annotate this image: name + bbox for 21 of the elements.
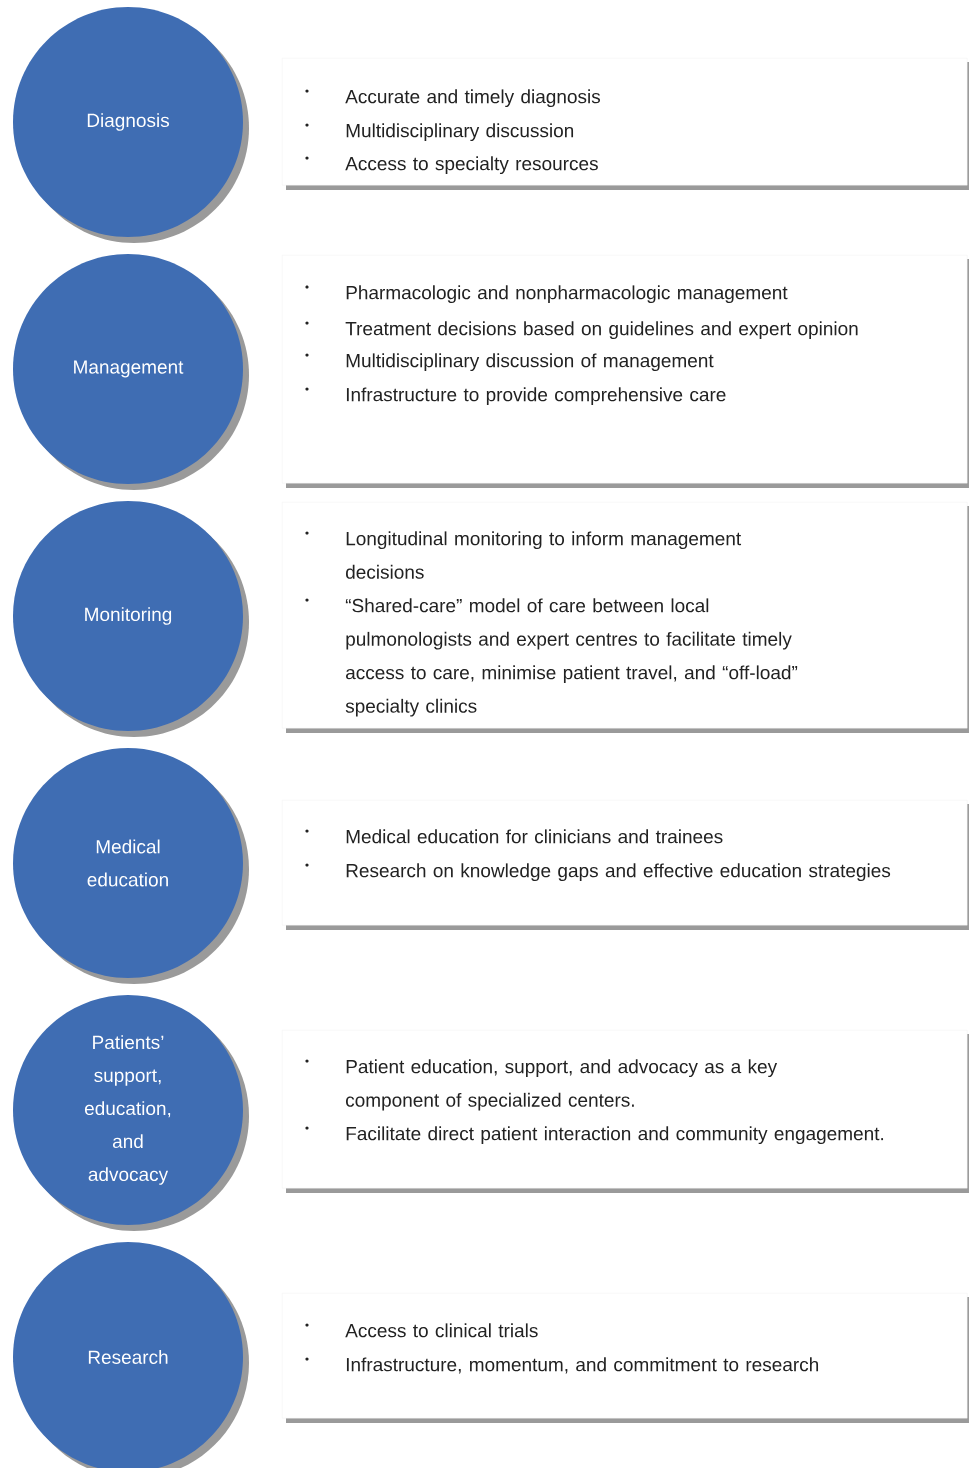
bullet-item: Infrastructure to provide comprehensive care [305, 387, 726, 406]
circle-node: Medical education [13, 748, 249, 984]
bullet-item: Access to clinical trials [305, 1323, 538, 1338]
circle-node: Patients’ support, education, and advocacy [13, 995, 249, 1231]
bullet-item: Multidisciplinary discussion [305, 123, 574, 142]
circle-node: Management [13, 254, 249, 490]
bullet-item: Facilitate direct patient interaction and community engagement. [305, 1126, 884, 1145]
bullet-item: Patient education, support, and advocacy as a key component of specialized centers. [305, 1059, 778, 1111]
circle-node: Diagnosis [13, 7, 249, 243]
bullet-item: Research on knowledge gaps and effective education strategies [305, 863, 891, 882]
bullet-item: Infrastructure, momentum, and commitment to research [305, 1357, 819, 1374]
circle-node: Research [13, 1242, 249, 1468]
bullet-item: “Shared-care” model of care between local pulmonologists and expert centres to facilitate timely access to care, minimise patient travel, and “off-load” specialty clinics [305, 598, 798, 717]
circle-node: Monitoring [13, 501, 249, 737]
bullet-item: Multidisciplinary discussion of management [305, 353, 714, 372]
bullet-item: Pharmacologic and nonpharmacologic management [305, 285, 788, 304]
bullet-item: Treatment decisions based on guidelines and expert opinion [305, 321, 858, 340]
bullet-item: Medical education for clinicians and trainees [305, 829, 723, 844]
bullet-item: Access to specialty resources [305, 156, 598, 175]
bullet-item: Longitudinal monitoring to inform management decisions [305, 531, 742, 579]
bullet-item: Accurate and timely diagnosis [305, 89, 600, 108]
